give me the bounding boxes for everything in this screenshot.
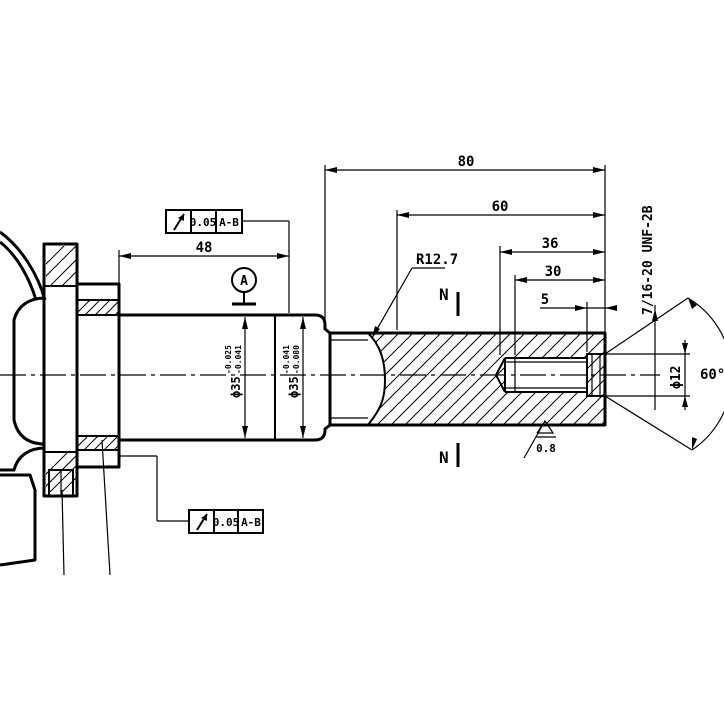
section-marker-bottom-text: N [439,448,449,467]
collar-lower-hatch [78,436,118,450]
thread-callout: 7/16-20 UNF-2B [604,205,693,451]
dim-48-text: 48 [196,240,213,256]
dia-right-dimension: ϕ35 -0.041 -0.080 [282,317,306,438]
dim-36-text: 36 [542,236,559,252]
hatch-line [571,333,605,425]
dim-5-text: 5 [541,292,549,308]
dimension-80: 80 [324,154,606,333]
dim-30-text: 30 [545,264,562,280]
dimension-5: 5 [540,292,617,352]
dia-left-dimension: ϕ35 -0.025 -0.041 [224,317,248,438]
section-marker-bottom: N [439,443,460,467]
dia-left-upper-dev: -0.025 [224,345,233,374]
flange [42,242,79,498]
surface-finish-text: 0.8 [536,442,556,455]
dimension-30: 30 [514,264,605,355]
surface-finish-symbol: 0.8 [523,419,556,459]
datum-a-marker: A [231,267,257,306]
hole-dia-text: ϕ12 [669,366,684,389]
hatch-line [368,333,459,425]
hole-diameter-dimension: ϕ12 [605,340,690,410]
section-marker-top-text: N [439,285,449,304]
section-marker-top: N [439,285,460,316]
tolerance-frame-bottom: 0.05 A-B [119,455,264,534]
collar [75,282,121,469]
hatch-line [389,333,501,425]
datum-a-text: A [240,274,248,289]
flange-lower-hatch [46,452,76,492]
dia-right-lower-dev: -0.080 [292,345,301,374]
hatch-line [368,333,473,425]
dia-right-upper-dev: -0.041 [282,345,291,374]
dia-right-text: ϕ35 [287,376,301,398]
hatch-line [417,333,529,425]
dim-60-text: 60 [492,199,509,215]
flange-upper-hatch [46,246,76,286]
angle-text: 60° [700,367,724,383]
tol-top-value: 0.05 [190,216,217,229]
dia-left-text: ϕ35 [229,376,243,398]
dia-left-lower-dev: -0.041 [234,345,243,374]
hatch-line [368,333,417,425]
hatch-line [656,330,724,440]
tol-bottom-value: 0.05 [213,516,240,529]
hatch-line [368,333,403,425]
hatch-line [431,333,543,425]
hatch-line [585,333,605,425]
tolerance-frame-top: 0.05 A-B [165,209,290,252]
dimension-60: 60 [396,199,605,330]
hatch-line [543,333,605,425]
dim-80-text: 80 [458,154,475,170]
tol-bottom-datum: A-B [241,516,261,529]
radius-text: R12.7 [416,252,458,268]
dimension-48: 48 [118,240,290,313]
hatch-line [403,333,515,425]
hatch-line [698,330,724,440]
radius-callout: R12.7 [371,252,458,339]
thread-text: 7/16-20 UNF-2B [641,205,656,315]
hatch-line [368,333,445,425]
dimension-36: 36 [499,236,605,355]
angle-dimension: 60° [687,297,724,451]
hatch-line [375,333,487,425]
tol-top-datum: A-B [219,216,239,229]
hatch-line [557,333,605,425]
collar-upper-hatch [78,300,118,315]
